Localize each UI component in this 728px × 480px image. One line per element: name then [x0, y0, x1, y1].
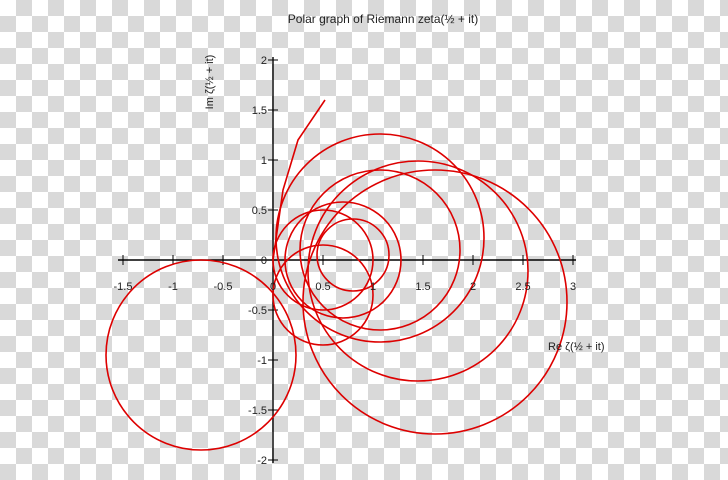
zeta-loop: [284, 201, 402, 319]
y-tick-label: 1: [261, 155, 267, 167]
zeta-tail: [272, 99, 326, 261]
x-tick-label: 1.5: [415, 281, 430, 293]
zeta-loop: [299, 169, 461, 331]
zeta-loop: [272, 244, 374, 346]
x-tick-label: -1.5: [114, 281, 133, 293]
axes: [118, 57, 576, 463]
x-axis-label: Re ζ(½ + it): [548, 341, 605, 353]
y-tick-label: -2: [257, 455, 267, 467]
x-tick-label: 1: [370, 281, 376, 293]
x-tick-label: 0: [270, 281, 276, 293]
x-tick-label: -0.5: [214, 281, 233, 293]
zeta-loop: [316, 218, 390, 292]
y-tick-label: -1.5: [248, 405, 267, 417]
x-tick-label: 2: [470, 281, 476, 293]
zeta-loop: [275, 133, 485, 343]
x-tick-label: 3: [570, 281, 576, 293]
zeta-loop: [302, 169, 568, 435]
y-tick-label: 0.5: [252, 205, 267, 217]
y-tick-label: -0.5: [248, 305, 267, 317]
y-tick-label: 2: [261, 55, 267, 67]
y-tick-label: 0: [261, 255, 267, 267]
y-axis-label: Im ζ(½ + it): [204, 55, 216, 110]
chart-title: Polar graph of Riemann zeta(½ + it): [288, 12, 478, 26]
x-tick-label: 2.5: [515, 281, 530, 293]
x-tick-label: 0.5: [315, 281, 330, 293]
zeta-loop: [307, 160, 529, 382]
y-tick-label: -1: [257, 355, 267, 367]
x-tick-label: -1: [168, 281, 178, 293]
zeta-curve: [105, 99, 568, 451]
y-tick-label: 1.5: [252, 105, 267, 117]
zeta-loop: [105, 259, 297, 451]
